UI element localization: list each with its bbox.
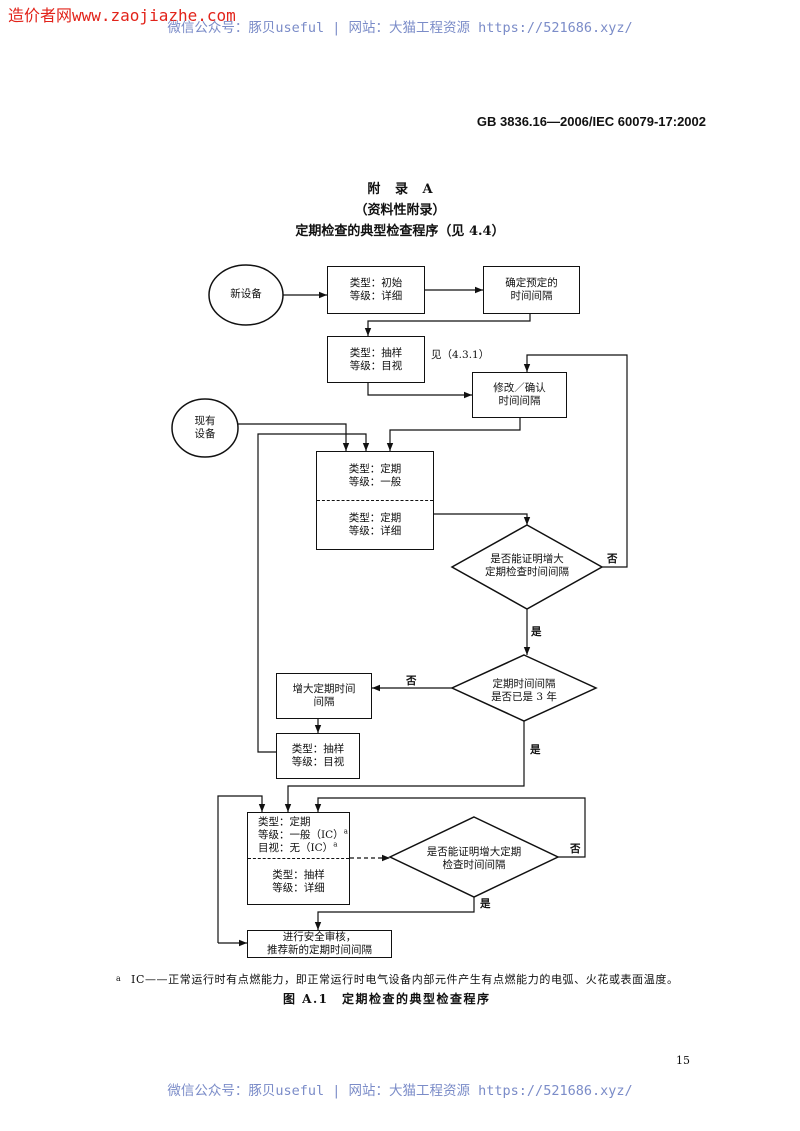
decision-2-yes-label: 是 <box>530 744 541 756</box>
terminal-text: 现有 <box>194 415 216 427</box>
box-line: 确定预定的 <box>505 277 558 289</box>
existing-equipment-terminal <box>171 398 239 458</box>
connector-decision1-no <box>523 354 628 568</box>
decision-text: 定期时间间隔 <box>492 678 556 690</box>
box-line: 类型：抽样 <box>272 868 325 881</box>
connector-decision2-yes <box>284 721 525 812</box>
box-line-text: 目视：无（IC） <box>258 842 334 854</box>
existing-equipment-label: 现有 设备 <box>172 415 238 441</box>
decision-text: 定期检查时间间隔 <box>485 566 569 578</box>
terminal-text: 新设备 <box>230 288 262 300</box>
decision-1-label: 是否能证明增大 定期检查时间间隔 <box>462 553 592 579</box>
box-line: 时间间隔 <box>510 290 553 302</box>
connector-sample-loop <box>257 433 370 753</box>
sample-visual-box-2: 类型：抽样 等级：目视 <box>276 733 360 779</box>
periodic-general-section: 类型：定期 等级：一般 <box>317 452 433 500</box>
initial-inspection-box: 类型：初始 等级：详细 <box>327 266 425 314</box>
connector-periodic-to-decision1 <box>434 513 531 525</box>
decision-text: 是否能证明增大 <box>490 553 564 565</box>
decision-3-no-label: 否 <box>570 843 581 855</box>
box-line: 进行安全审核， <box>282 931 357 943</box>
increase-interval-box: 增大定期时间 间隔 <box>276 673 372 719</box>
connector-provisional-to-sample <box>364 314 531 336</box>
footnote-ref: a <box>343 827 348 836</box>
decision-1-no-label: 否 <box>607 553 618 565</box>
safety-review-box: 进行安全审核， 推荐新的定期时间间隔 <box>247 930 392 958</box>
box-line: 等级：详细 <box>349 290 403 302</box>
connector-adjust-to-periodic <box>386 418 521 451</box>
box-line: 等级：一般（IC）a <box>258 827 348 842</box>
provisional-interval-box: 确定预定的 时间间隔 <box>483 266 580 314</box>
box-line: 等级：一般 <box>348 476 402 488</box>
periodic-detailed-section: 类型：定期 等级：详细 <box>317 500 433 549</box>
box-line: 间隔 <box>313 696 335 708</box>
box-line: 类型：初始 <box>349 277 403 289</box>
annex-title: 附 录 A <box>367 182 433 197</box>
decision-2-label: 定期时间间隔 是否已是 3 年 <box>459 678 589 704</box>
decision-3-yes-label: 是 <box>480 898 491 910</box>
box-line: 修改／确认 <box>493 382 546 394</box>
decision-text: 检查时间间隔 <box>442 859 506 871</box>
connector-review-loop-top <box>217 795 266 943</box>
box-line: 目视：无（IC）a <box>258 840 338 855</box>
box-line: 类型：定期 <box>258 816 311 828</box>
connector-existing-to-periodic <box>238 423 350 451</box>
connector-decision3-yes <box>314 897 475 930</box>
box-line: 等级：详细 <box>348 525 402 537</box>
page-number: 15 <box>676 1054 690 1067</box>
connector-sample-to-adjust <box>367 383 472 399</box>
connector-decision3-no <box>314 797 586 858</box>
top-banner-watermark: 微信公众号：豚贝useful | 网站：大猫工程资源 https://52168… <box>167 20 633 36</box>
sample-detailed-section: 类型：抽样 等级：详细 <box>248 858 349 904</box>
box-line: 类型：抽样 <box>291 743 345 755</box>
box-line: 等级：目视 <box>349 359 403 372</box>
adjust-interval-box: 修改／确认 时间间隔 <box>472 372 567 418</box>
decision-2-no-label: 否 <box>406 675 417 687</box>
box-line: 等级：目视 <box>291 756 345 768</box>
annex-heading: 定期检查的典型检查程序（见 4.4） <box>295 224 505 239</box>
decision-3-label: 是否能证明增大定期 检查时间间隔 <box>399 846 549 872</box>
box-line: 类型：抽样 <box>349 346 403 359</box>
terminal-text: 设备 <box>194 428 216 440</box>
footnote-text: IC——正常运行时有点燃能力，即正常运行时电气设备内部元件产生有点燃能力的电弧、… <box>131 973 679 986</box>
standard-number-header: GB 3836.16—2006/IEC 60079-17:2002 <box>476 114 706 129</box>
decision-text: 是否已是 3 年 <box>491 691 557 703</box>
site-watermark: 造价者网www.zaojiazhe.com <box>8 6 236 25</box>
periodic-ic-section: 类型：定期 等级：一般（IC）a 目视：无（IC）a <box>248 813 349 858</box>
annex-status: （资料性附录） <box>354 203 446 218</box>
box-line: 增大定期时间 <box>292 683 356 695</box>
bottom-banner-watermark: 微信公众号：豚贝useful | 网站：大猫工程资源 https://52168… <box>167 1083 633 1099</box>
periodic-inspection-box-1: 类型：定期 等级：一般 类型：定期 等级：详细 <box>316 451 434 550</box>
sample-visual-box-1: 类型：抽样 等级：目视 <box>327 336 425 383</box>
footnote-marker: a <box>116 974 121 983</box>
box-line: 时间间隔 <box>498 395 541 407</box>
see-reference-note: 见（4.3.1） <box>431 349 490 361</box>
new-equipment-label: 新设备 <box>209 288 283 301</box>
figure-caption: 图 A.1 定期检查的典型检查程序 <box>283 992 491 1006</box>
box-line: 等级：详细 <box>272 881 325 894</box>
box-line: 推荐新的定期时间间隔 <box>267 944 372 956</box>
box-line-text: 等级：一般（IC） <box>258 829 344 841</box>
decision-text: 是否能证明增大定期 <box>426 846 522 858</box>
box-line: 类型：定期 <box>348 512 402 524</box>
periodic-inspection-box-2: 类型：定期 等级：一般（IC）a 目视：无（IC）a 类型：抽样 等级：详细 <box>247 812 350 905</box>
footnote-ref: a <box>333 840 338 849</box>
box-line: 类型：定期 <box>348 463 402 475</box>
decision-1-yes-label: 是 <box>531 626 542 638</box>
